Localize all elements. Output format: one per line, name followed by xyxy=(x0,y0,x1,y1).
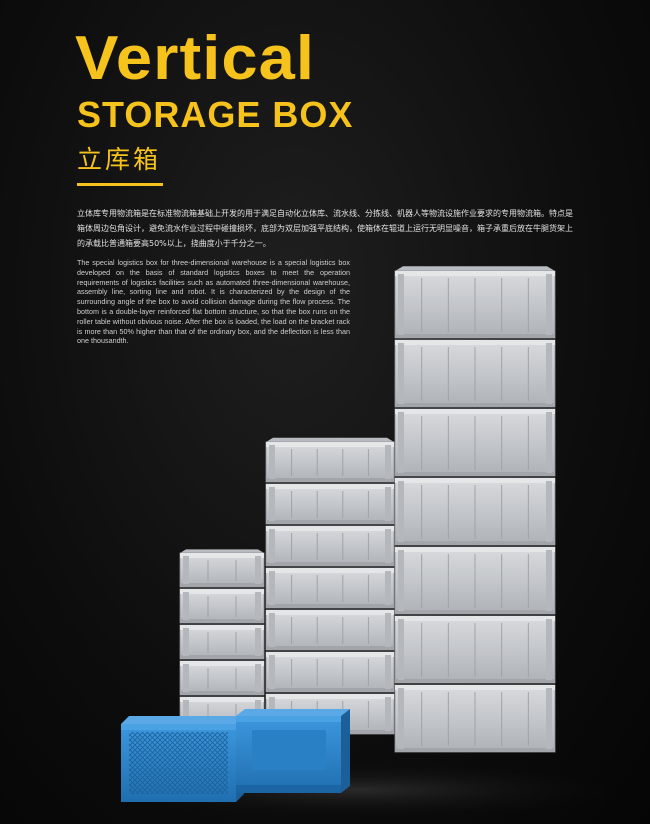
storage-box xyxy=(394,266,556,339)
storage-box xyxy=(394,615,556,684)
storage-box xyxy=(265,609,395,651)
storage-box xyxy=(394,477,556,546)
storage-box xyxy=(394,684,556,753)
storage-box xyxy=(179,549,265,588)
description-chinese: 立体库专用物流箱是在标准物流箱基础上开发的用于满足自动化立体库、流水线、分拣线、… xyxy=(77,209,573,248)
storage-box xyxy=(265,483,395,525)
title-storage-box: STORAGE BOX xyxy=(77,94,354,135)
storage-box xyxy=(265,437,395,483)
storage-box xyxy=(265,567,395,609)
accent-divider xyxy=(77,183,163,186)
blue-box-right xyxy=(236,709,350,793)
storage-box xyxy=(265,651,395,693)
tall-stack xyxy=(394,266,556,753)
storage-box xyxy=(394,408,556,477)
title-vertical: Vertical xyxy=(75,24,316,93)
storage-box xyxy=(394,339,556,408)
storage-box xyxy=(179,624,265,660)
title-chinese: 立库箱 xyxy=(77,145,162,174)
storage-box xyxy=(265,525,395,567)
storage-box xyxy=(179,588,265,624)
storage-box xyxy=(179,660,265,696)
blue-box-left xyxy=(121,716,244,802)
short-stack xyxy=(179,549,265,732)
storage-box xyxy=(394,546,556,615)
description-english: The special logistics box for three-dime… xyxy=(77,258,350,346)
middle-stack xyxy=(265,437,395,735)
